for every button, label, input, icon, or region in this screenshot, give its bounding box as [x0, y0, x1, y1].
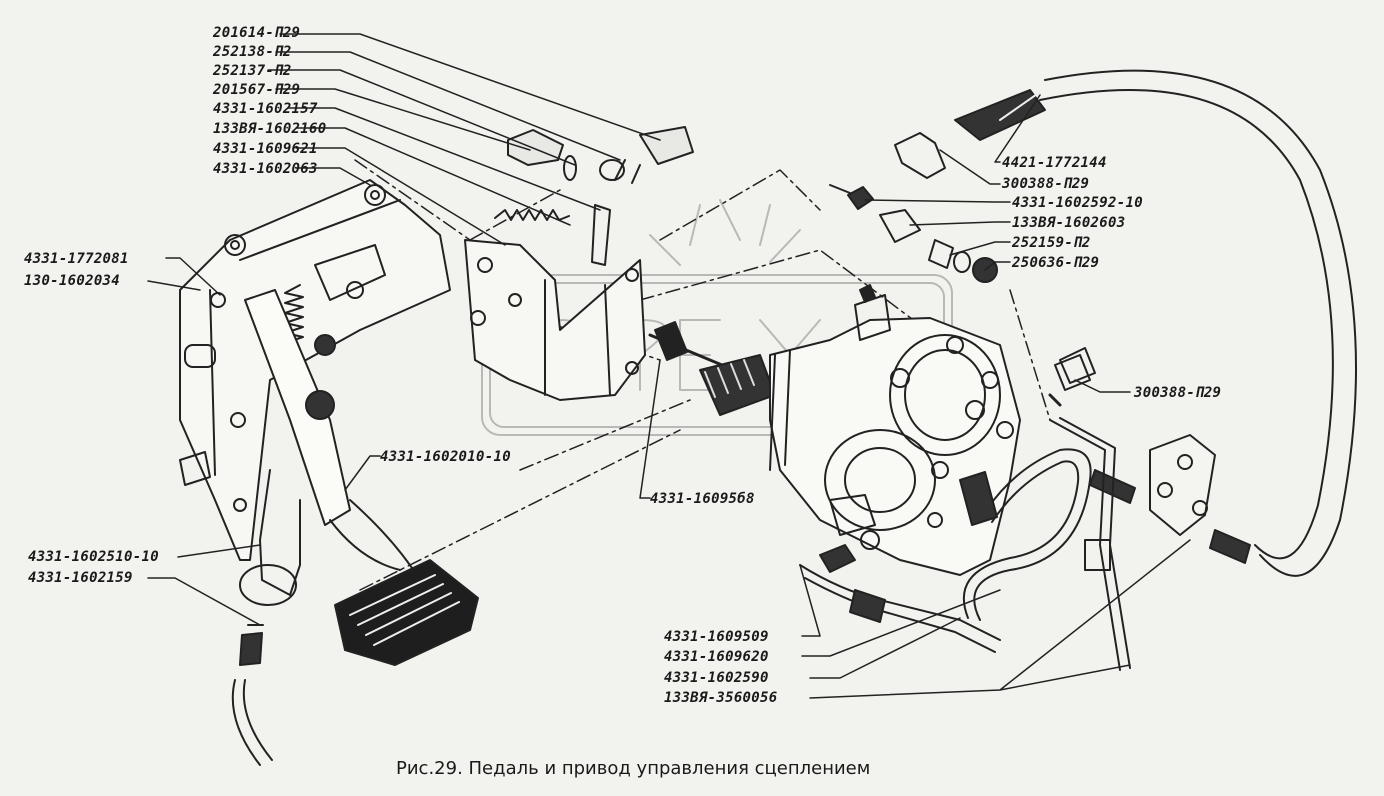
part-label-1772081: 4331-1772081	[24, 251, 129, 267]
part-label-1609620: 4331-1609620	[664, 649, 769, 665]
part-label-252159: 252159-П2	[1012, 235, 1091, 251]
part-label-1609509: 4331-1609509	[664, 629, 769, 645]
clutch-booster	[769, 284, 1021, 576]
part-label-1602592: 4331-1602592-10	[1012, 195, 1143, 211]
part-label-201567: 201567-П29	[213, 82, 301, 98]
part-label-1602034: 130-1602034	[24, 273, 121, 289]
part-label-252137: 252137-П2	[213, 63, 292, 79]
part-label-1602590: 4331-1602590	[664, 670, 769, 686]
part-label-252138: 252138-П2	[213, 44, 292, 60]
part-label-1602159: 4331-1602159	[28, 570, 133, 586]
tee-fitting	[1059, 347, 1251, 564]
pedal-pad	[334, 559, 479, 666]
top-right-fittings	[829, 89, 1046, 283]
part-label-300388-top: 300388-П29	[1002, 176, 1090, 192]
top-small-parts	[494, 126, 694, 266]
part-label-1772144: 4421-1772144	[1002, 155, 1107, 171]
part-label-1609621: 4331-1609621	[213, 141, 318, 157]
left-hose	[231, 624, 273, 766]
part-label-1602603: 133ВЯ-1602603	[1012, 215, 1126, 231]
part-label-201614: 201614-П29	[213, 25, 301, 41]
pedal-lever	[239, 289, 421, 606]
part-label-250636: 250636-П29	[1012, 255, 1100, 271]
part-label-3560056: 133ВЯ-3560056	[664, 690, 778, 706]
pedal-bracket	[179, 179, 451, 561]
part-label-300388-right: 300388-П29	[1134, 385, 1222, 401]
part-label-1602010: 4331-1602010-10	[380, 449, 511, 465]
part-label-1609568: 4331-16095б8	[650, 491, 755, 507]
long-hose	[1039, 69, 1357, 577]
return-spring	[284, 284, 304, 350]
push-rod	[648, 321, 776, 416]
part-label-1602510: 4331-1602510-10	[28, 549, 159, 565]
figure-caption: Рис.29. Педаль и привод управления сцепл…	[396, 758, 871, 779]
leader-lines	[147, 33, 1191, 699]
bent-tubes	[799, 354, 1131, 671]
part-label-1602063: 4331-1602063	[213, 161, 318, 177]
part-label-1602160: 133ВЯ-1602160	[213, 121, 327, 137]
cylinder-bracket	[464, 239, 646, 401]
part-label-1602157: 4331-1602157	[213, 101, 318, 117]
